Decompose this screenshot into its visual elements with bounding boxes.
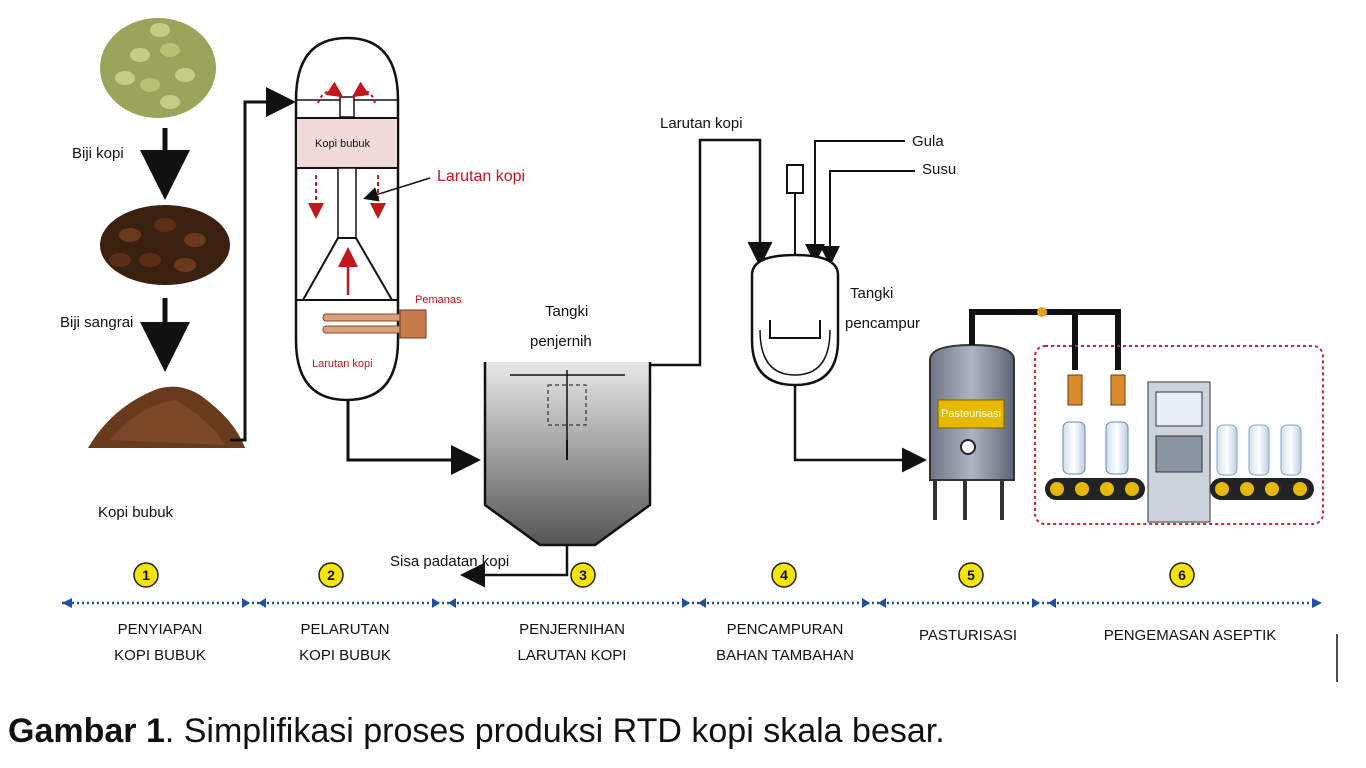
stage-name-line1: PASTURISASI xyxy=(919,627,1017,644)
timeline-arrowhead xyxy=(1048,598,1056,608)
stage-5: 5 PASTURISASI xyxy=(919,562,1017,644)
stage-number: 1 xyxy=(142,567,150,583)
pipe-to-clarifier xyxy=(346,400,481,475)
stage-name-line1: PENGEMASAN ASEPTIK xyxy=(1104,627,1277,644)
extractor-column xyxy=(294,36,427,402)
stage-2: 2 PELARUTAN KOPI BUBUK xyxy=(299,562,391,664)
timeline-arrowhead xyxy=(682,598,690,608)
timeline-arrowhead xyxy=(862,598,870,608)
stage-badge xyxy=(1169,562,1195,588)
stage-badge xyxy=(133,562,159,588)
stage-name-line1: PENYIAPAN xyxy=(118,621,203,638)
stage-badge xyxy=(771,562,797,588)
packaging-boundary xyxy=(1034,345,1324,525)
roasted-coffee-beans-icon xyxy=(100,205,230,285)
stage-name-line1: PENCAMPURAN xyxy=(727,621,844,638)
label-pemanas: Pemanas xyxy=(415,294,462,306)
figure-caption: Gambar 1. Simplifikasi proses produksi R… xyxy=(8,712,945,751)
label-tangki-penjernih-1: Tangki xyxy=(545,303,588,320)
stage-number: 5 xyxy=(967,567,975,583)
bottles-icon xyxy=(1062,421,1302,476)
timeline-arrowhead xyxy=(698,598,706,608)
timeline-arrowhead xyxy=(878,598,886,608)
mixing-tank xyxy=(750,164,840,387)
stage-number: 3 xyxy=(579,567,587,583)
label-susu: Susu xyxy=(922,161,956,178)
stage-name-line1: PENJERNIHAN xyxy=(519,621,625,638)
label-extractor-bottom-larutan: Larutan kopi xyxy=(312,358,373,370)
stage-number: 6 xyxy=(1178,567,1186,583)
label-larutan-kopi-pipe: Larutan kopi xyxy=(660,115,743,132)
label-kopi-bubuk: Kopi bubuk xyxy=(98,504,174,521)
pipe-gula xyxy=(805,140,905,264)
pointer-larutan-kopi xyxy=(363,177,431,202)
green-coffee-beans-icon xyxy=(100,18,216,118)
pipe-to-extractor xyxy=(230,87,296,442)
clarifier-tank xyxy=(483,362,652,547)
stage-markers xyxy=(242,598,1056,608)
label-tangki-penjernih-2: penjernih xyxy=(530,333,592,350)
ground-coffee-icon xyxy=(88,386,245,448)
pipe-sisa-padatan xyxy=(460,545,569,588)
pasteurizer-tank xyxy=(929,343,1015,520)
pipe-susu xyxy=(820,170,915,266)
timeline xyxy=(62,598,1322,608)
timeline-arrowhead xyxy=(448,598,456,608)
heater-icon xyxy=(322,309,427,339)
stage-name-line1: PELARUTAN xyxy=(301,621,390,638)
label-extractor-kopi-bubuk: Kopi bubuk xyxy=(315,138,371,150)
pipe-to-mixer xyxy=(650,138,773,367)
stage-1: 1 PENYIAPAN KOPI BUBUK xyxy=(114,562,206,664)
stage-badge xyxy=(570,562,596,588)
conveyor-icon xyxy=(1045,478,1314,500)
label-extractor-larutan-kopi: Larutan kopi xyxy=(437,168,525,185)
pipe-to-pasteurizer xyxy=(793,385,927,473)
stage-name-line2: LARUTAN KOPI xyxy=(518,647,627,664)
label-tangki-pencampur-1: Tangki xyxy=(850,285,893,302)
timeline-arrowhead xyxy=(432,598,440,608)
label-sisa-padatan: Sisa padatan kopi xyxy=(390,553,509,570)
stage-6: 6 PENGEMASAN ASEPTIK xyxy=(1104,562,1277,644)
label-biji-sangrai: Biji sangrai xyxy=(60,314,133,331)
stage-badge xyxy=(318,562,344,588)
caption-bold: Gambar 1 xyxy=(8,712,165,750)
caption-text: . Simplifikasi proses produksi RTD kopi … xyxy=(164,712,945,750)
stage-3: 3 PENJERNIHAN LARUTAN KOPI xyxy=(518,562,627,664)
label-biji-kopi: Biji kopi xyxy=(72,145,124,162)
timeline-arrowhead xyxy=(258,598,266,608)
stage-number: 2 xyxy=(327,567,335,583)
label-tangki-pencampur-2: pencampur xyxy=(845,315,920,332)
packaging-machine-icon xyxy=(1147,381,1211,523)
filler-nozzles xyxy=(1067,374,1126,406)
label-gula: Gula xyxy=(912,133,944,150)
stage-name-line2: BAHAN TAMBAHAN xyxy=(716,647,854,664)
timeline-arrowhead xyxy=(1032,598,1040,608)
stage-name-line2: KOPI BUBUK xyxy=(114,647,206,664)
label-pasteurizer: Pasteurisasi xyxy=(941,408,1001,420)
stage-number: 4 xyxy=(780,567,788,583)
stage-4: 4 PENCAMPURAN BAHAN TAMBAHAN xyxy=(716,562,854,664)
stage-badge xyxy=(958,562,984,588)
timeline-arrowhead xyxy=(242,598,250,608)
stage-name-line2: KOPI BUBUK xyxy=(299,647,391,664)
